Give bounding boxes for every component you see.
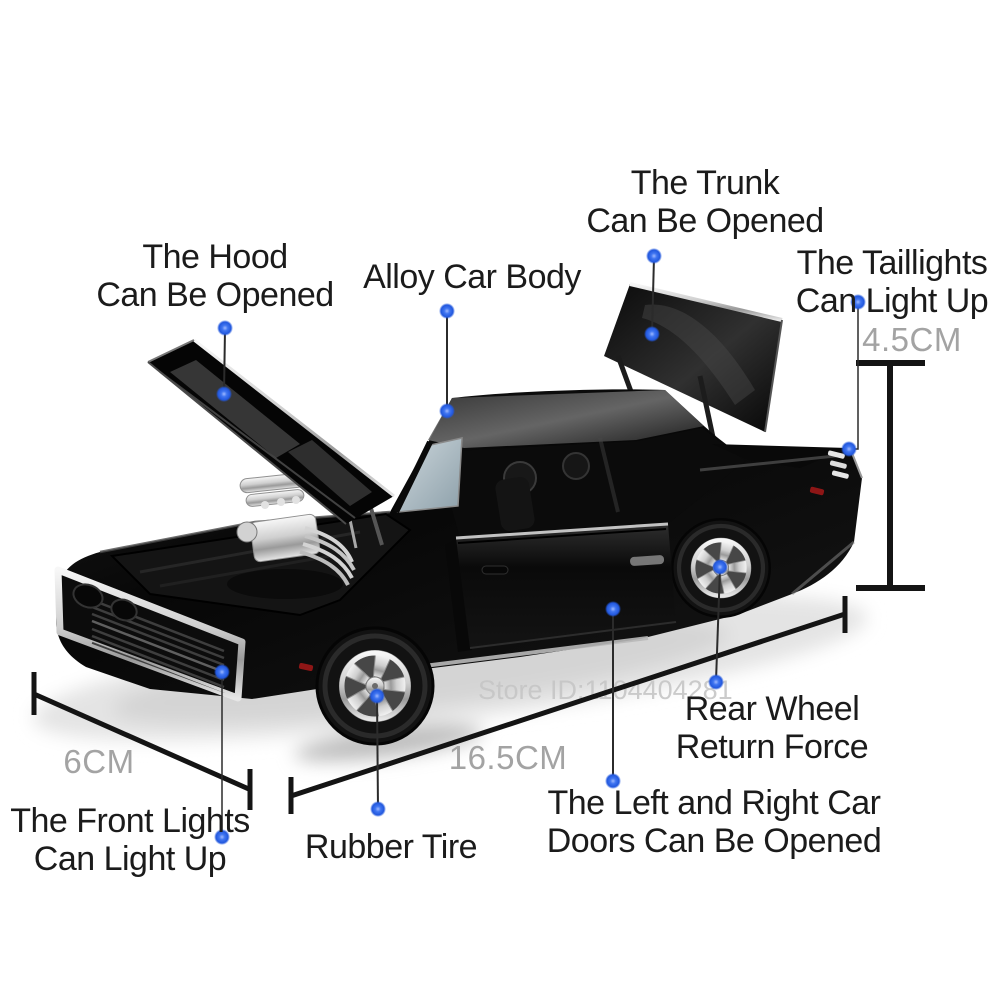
marker-dot-door: [605, 601, 621, 617]
marker-dot-door-label: [605, 773, 621, 789]
label-rubber-tire-line1: Rubber Tire: [304, 828, 478, 866]
leader-tire: [376, 696, 379, 809]
label-taillights-line2: Can Light Up: [795, 282, 989, 320]
label-alloy-body-line1: Alloy Car Body: [363, 258, 581, 296]
leader-trunk: [651, 256, 655, 335]
dimension-width-label: 6CM: [63, 743, 135, 780]
windshield: [396, 437, 463, 513]
label-doors-line1: The Left and Right Car: [547, 784, 881, 822]
marker-dot-hood: [216, 386, 232, 402]
trunk-lid-open: [604, 282, 783, 443]
leader-hood: [223, 328, 226, 395]
label-front-lights-line1: The Front Lights: [10, 802, 250, 840]
a-pillar: [393, 440, 433, 514]
taillight: [827, 450, 849, 479]
marker-dot-tire: [369, 688, 385, 704]
label-hood-line2: Can Be Opened: [96, 276, 334, 314]
headlight: [72, 583, 104, 609]
front-side-marker: [298, 662, 314, 672]
engine-supercharger: [227, 472, 356, 599]
label-front-lights-line2: Can Light Up: [33, 840, 227, 878]
front-grille: [54, 566, 246, 702]
label-trunk: The Trunk Can Be Opened: [586, 164, 824, 240]
door-panel-open: [445, 522, 677, 652]
dimension-height-label: 4.5CM: [862, 321, 962, 358]
rear-side-marker: [809, 486, 825, 496]
marker-dot-hood-label: [217, 320, 233, 336]
label-taillights: The Taillights Can Light Up: [795, 244, 989, 320]
dimension-width-line: [31, 672, 253, 810]
label-rear-wheel-line2: Return Force: [675, 728, 869, 766]
label-rear-wheel: Rear Wheel Return Force: [675, 690, 869, 766]
marker-dot-rear-wheel-label: [708, 674, 724, 690]
label-doors: The Left and Right Car Doors Can Be Open…: [546, 784, 882, 860]
leader-taillight: [850, 303, 859, 450]
door-handle: [481, 565, 509, 575]
marker-dots: [214, 248, 866, 845]
dimension-height-line: [856, 360, 925, 591]
label-hood: The Hood Can Be Opened: [96, 238, 334, 314]
marker-dot-taillight: [841, 441, 857, 457]
marker-dot-roof: [439, 403, 455, 419]
roof-panel: [428, 390, 704, 448]
label-taillights-line1: The Taillights: [796, 244, 988, 282]
dimension-length-line: [288, 596, 848, 814]
marker-dot-tire-label: [370, 801, 386, 817]
label-trunk-line2: Can Be Opened: [586, 202, 824, 240]
label-rubber-tire: Rubber Tire: [304, 828, 478, 866]
marker-dot-alloy-label: [439, 303, 455, 319]
front-wheel: [317, 628, 433, 744]
watermark-text: Store ID:1104404281: [478, 675, 733, 705]
label-alloy-body: Alloy Car Body: [363, 258, 581, 296]
marker-dot-front-light-label: [214, 829, 230, 845]
dimension-length-label: 16.5CM: [448, 739, 568, 776]
marker-dot-trunk-label: [646, 248, 662, 264]
label-trunk-line1: The Trunk: [630, 164, 780, 202]
dimension-lines: [31, 360, 925, 814]
label-rear-wheel-line1: Rear Wheel: [684, 690, 860, 728]
marker-dot-trunk: [644, 326, 660, 342]
leader-rear-wheel: [715, 567, 721, 682]
label-hood-line1: The Hood: [142, 238, 288, 276]
hood-panel-open: [147, 338, 395, 549]
marker-dot-rear-wheel: [712, 559, 728, 575]
marker-dot-taillight-label: [850, 294, 866, 310]
label-front-lights: The Front Lights Can Light Up: [10, 802, 250, 878]
marker-dot-front-light: [214, 664, 230, 680]
headlight: [110, 598, 138, 622]
leader-lines: [221, 256, 859, 838]
label-doors-line2: Doors Can Be Opened: [546, 822, 882, 860]
sill-chrome-trim: [407, 636, 649, 670]
